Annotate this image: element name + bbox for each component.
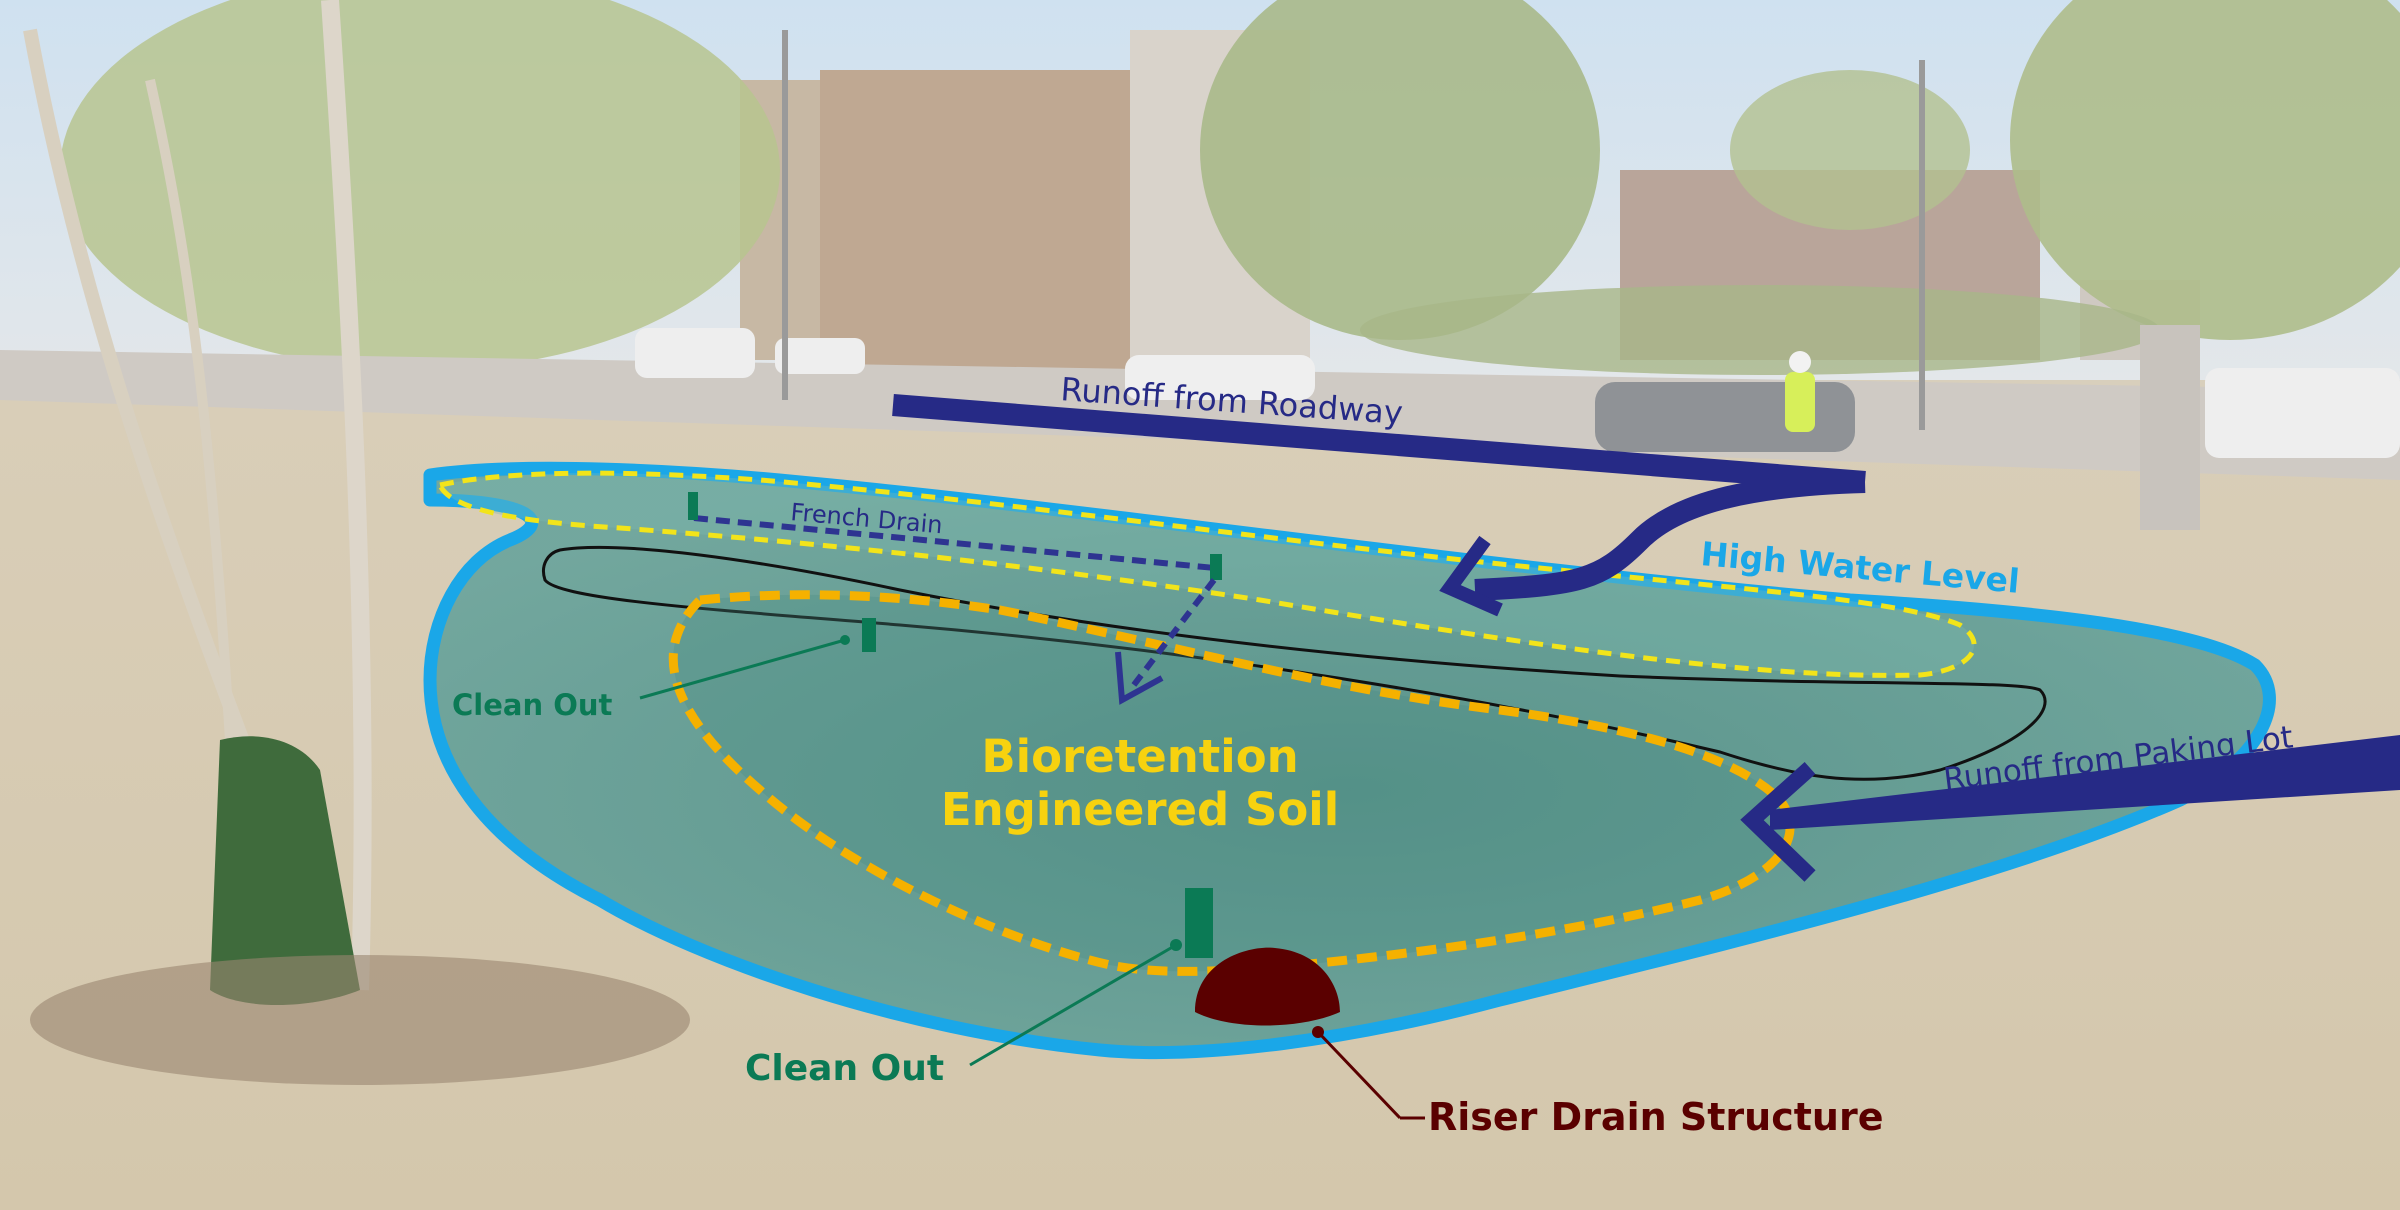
soil-label-line2: Engineered Soil: [941, 783, 1339, 836]
tree-canopy: [2010, 0, 2400, 340]
vehicle: [775, 338, 865, 374]
worker-hat: [1789, 351, 1811, 373]
tree-trunk: [23, 28, 257, 763]
riser-leader: [1316, 1030, 1402, 1120]
building: [820, 70, 1130, 370]
tree-canopy: [1200, 0, 1600, 340]
clean-out-bottom-label: Clean Out: [745, 1048, 944, 1089]
clean-out-bottom-leader: [969, 943, 1177, 1067]
runoff-roadway-shaft: [892, 394, 1866, 493]
runoff-parking-shaft: [1770, 735, 2400, 830]
hedge: [1360, 285, 2160, 375]
clean-out-left-pipe: [862, 618, 876, 652]
sign-post: [2140, 325, 2200, 530]
clean-out-left-marker: [639, 618, 876, 700]
soil-label-line1: Bioretention: [981, 730, 1298, 783]
clean-out-left-dot: [840, 635, 850, 645]
runoff-parking-arrow: [1740, 735, 2400, 882]
high-water-boundary: [423, 461, 2276, 1060]
tree-canopy: [60, 0, 780, 370]
riser-drain-marker: [1195, 947, 1425, 1120]
riser-label: Riser Drain Structure: [1428, 1095, 1883, 1139]
clean-out-bottom-dot: [1170, 939, 1182, 951]
clean-out-left-leader: [639, 638, 846, 700]
runoff-roadway-arrowhead: [1439, 535, 1503, 617]
vehicle: [1125, 355, 1315, 400]
tree-watering-bag: [210, 736, 360, 1005]
mulch-ring: [30, 955, 690, 1085]
bioretention-soil-outline: [668, 590, 1795, 976]
riser-drain-structure: [1195, 947, 1340, 1026]
clean-out-bottom-pipe: [1185, 888, 1213, 958]
french-drain-cap-right: [1210, 554, 1222, 580]
riser-dot: [1312, 1026, 1324, 1038]
runoff-roadway-curve: [1474, 471, 1866, 601]
french-drain-cap-left: [688, 492, 698, 520]
worker: [1785, 372, 1815, 432]
french-drain: [688, 492, 1222, 705]
runoff-parking-arrowhead: [1740, 762, 1816, 882]
vehicle: [2205, 368, 2400, 458]
ponding-zone-outline: [436, 470, 1977, 678]
clean-out-left-label: Clean Out: [452, 688, 613, 722]
tree-trunk: [321, 0, 372, 991]
vehicle: [635, 328, 755, 378]
tree-canopy: [1730, 70, 1970, 230]
tree-trunk: [145, 78, 235, 741]
french-drain-arrowhead: [1115, 651, 1164, 705]
runoff-roadway-arrow: [892, 394, 1866, 617]
clean-out-bottom-marker: [969, 888, 1213, 1067]
french-drain-flow: [1127, 578, 1217, 692]
vehicle: [1595, 382, 1855, 452]
